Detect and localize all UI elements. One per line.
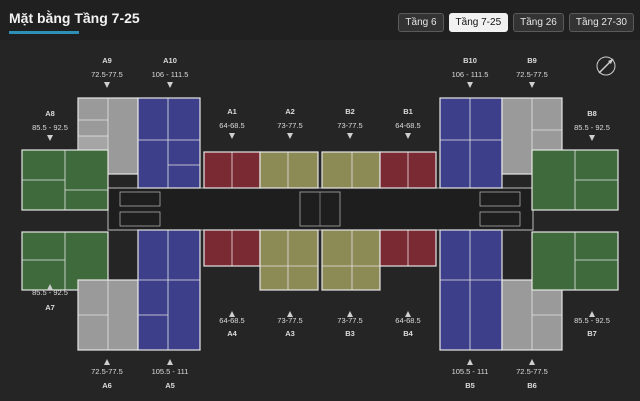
compass-icon <box>596 56 616 76</box>
central-core <box>107 187 534 231</box>
arrow-up-icon <box>167 359 173 365</box>
arrow-down-icon <box>229 133 235 139</box>
tab-floor-6[interactable]: Tầng 6 <box>398 13 444 32</box>
unit-name-b1: B1 <box>403 107 413 116</box>
unit-area-a6: 72.5-77.5 <box>91 367 123 376</box>
arrow-up-icon <box>529 359 535 365</box>
unit-b2-block[interactable] <box>321 151 381 189</box>
unit-b6-block[interactable] <box>501 279 563 351</box>
tab-floor-26[interactable]: Tầng 26 <box>513 13 564 32</box>
arrow-up-icon <box>104 359 110 365</box>
unit-b7-block[interactable] <box>531 231 619 291</box>
unit-name-a1: A1 <box>227 107 237 116</box>
unit-area-a3: 73-77.5 <box>277 316 302 325</box>
unit-name-b9: B9 <box>527 56 537 65</box>
unit-name-b5: B5 <box>465 381 475 390</box>
unit-b8-block[interactable] <box>531 149 619 211</box>
unit-area-b10: 106 - 111.5 <box>452 70 489 79</box>
arrow-down-icon <box>589 135 595 141</box>
unit-b5-block[interactable] <box>439 229 503 351</box>
arrow-up-icon <box>347 311 353 317</box>
unit-b10-block[interactable] <box>439 97 503 189</box>
unit-a1-block[interactable] <box>203 151 261 189</box>
unit-area-a10: 106 - 111.5 <box>152 70 189 79</box>
arrow-down-icon <box>529 82 535 88</box>
unit-b1-block[interactable] <box>379 151 437 189</box>
unit-name-a10: A10 <box>163 56 177 65</box>
unit-a4-block[interactable] <box>203 229 261 267</box>
unit-area-a2: 73-77.5 <box>277 121 302 130</box>
unit-area-b8: 85.5 - 92.5 <box>574 123 610 132</box>
arrow-up-icon <box>467 359 473 365</box>
unit-name-a3: A3 <box>285 329 295 338</box>
unit-area-a7: 85.5 - 92.5 <box>32 288 68 297</box>
unit-area-a4: 64-68.5 <box>219 316 244 325</box>
arrow-down-icon <box>47 135 53 141</box>
arrow-up-icon <box>405 311 411 317</box>
unit-a8-block[interactable] <box>21 149 109 211</box>
unit-a6-block[interactable] <box>77 279 139 351</box>
header-bar: Mặt bằng Tầng 7-25 Tầng 6 Tầng 7-25 Tầng… <box>0 0 640 40</box>
floor-tabs: Tầng 6 Tầng 7-25 Tầng 26 Tầng 27-30 <box>398 13 634 32</box>
unit-name-a5: A5 <box>165 381 175 390</box>
pointer-arrows <box>47 82 595 365</box>
unit-b4-block[interactable] <box>379 229 437 267</box>
arrow-up-icon <box>47 284 53 290</box>
unit-area-b4: 64-68.5 <box>395 316 420 325</box>
page-title: Mặt bằng Tầng 7-25 <box>9 10 140 26</box>
unit-name-a4: A4 <box>227 329 237 338</box>
unit-a5-block[interactable] <box>137 229 201 351</box>
unit-name-a6: A6 <box>102 381 112 390</box>
unit-area-b9: 72.5-77.5 <box>516 70 548 79</box>
unit-name-b7: B7 <box>587 329 597 338</box>
unit-name-a7: A7 <box>45 303 55 312</box>
unit-name-b6: B6 <box>527 381 537 390</box>
unit-a3-block[interactable] <box>259 229 319 291</box>
unit-name-b4: B4 <box>403 329 413 338</box>
unit-a10-block[interactable] <box>137 97 201 189</box>
unit-b3-block[interactable] <box>321 229 381 291</box>
unit-name-b2: B2 <box>345 107 355 116</box>
unit-area-a1: 64-68.5 <box>219 121 244 130</box>
unit-area-b7: 85.5 - 92.5 <box>574 316 610 325</box>
unit-area-a8: 85.5 - 92.5 <box>32 123 68 132</box>
tab-floor-27-30[interactable]: Tầng 27-30 <box>568 13 634 32</box>
arrow-down-icon <box>287 133 293 139</box>
tab-floor-7-25[interactable]: Tầng 7-25 <box>448 13 509 32</box>
arrow-down-icon <box>467 82 473 88</box>
arrow-down-icon <box>104 82 110 88</box>
unit-name-a8: A8 <box>45 109 55 118</box>
arrow-down-icon <box>347 133 353 139</box>
unit-area-b6: 72.5-77.5 <box>516 367 548 376</box>
unit-area-b2: 73-77.5 <box>337 121 362 130</box>
unit-a2-block[interactable] <box>259 151 319 189</box>
unit-area-a5: 105.5 - 111 <box>152 367 189 376</box>
floor-plan: A9 72.5-77.5 A10 106 - 111.5 A8 85.5 - 9… <box>21 56 619 390</box>
unit-name-b3: B3 <box>345 329 355 338</box>
unit-name-a2: A2 <box>285 107 295 116</box>
unit-area-b5: 105.5 - 111 <box>452 367 489 376</box>
title-underline <box>9 31 79 34</box>
unit-area-b1: 64-68.5 <box>395 121 420 130</box>
unit-area-a9: 72.5-77.5 <box>91 70 123 79</box>
arrow-down-icon <box>167 82 173 88</box>
arrow-up-icon <box>287 311 293 317</box>
unit-name-b10: B10 <box>463 56 477 65</box>
unit-name-a9: A9 <box>102 56 112 65</box>
arrow-up-icon <box>589 311 595 317</box>
unit-name-b8: B8 <box>587 109 597 118</box>
arrow-up-icon <box>229 311 235 317</box>
unit-area-b3: 73-77.5 <box>337 316 362 325</box>
arrow-down-icon <box>405 133 411 139</box>
